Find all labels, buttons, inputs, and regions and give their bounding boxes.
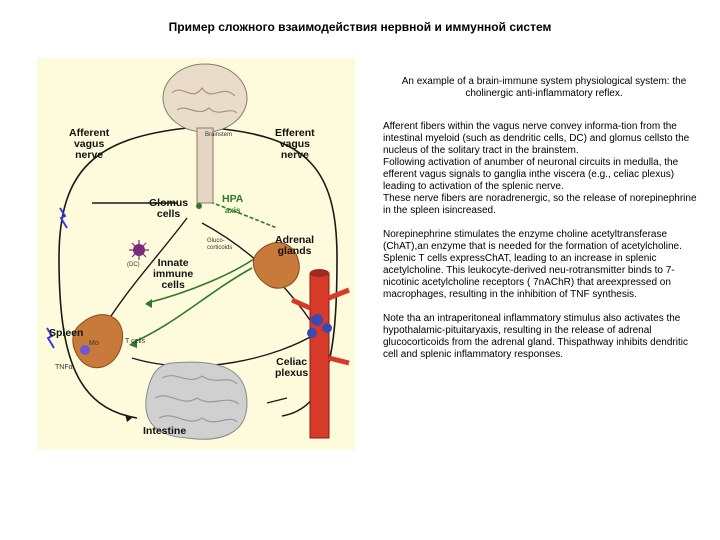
description-paragraph: Splenic T cells expressChAT, leading to …	[383, 253, 675, 300]
description-paragraph: Norepinephrine stimulates the enzyme cho…	[383, 229, 682, 252]
slide-title: Пример сложного взаимодействия нервной и…	[168, 20, 552, 34]
description-paragraph: Following activation of anumber of neuro…	[383, 157, 679, 192]
afferent-loop	[58, 127, 188, 419]
macrophage-label: Mo	[89, 340, 99, 347]
brainstem-label: Brainstem	[205, 132, 233, 138]
brain-illustration	[162, 63, 248, 204]
aorta-illustration	[290, 269, 350, 439]
t-cells-label: T cells	[125, 338, 146, 345]
description-paragraph: Afferent fibers within the vagus nerve c…	[383, 121, 690, 156]
intestine-illustration	[145, 361, 248, 440]
spleen-label: Spleen	[49, 327, 84, 339]
adrenal-gland	[253, 242, 300, 289]
description-heading: An example of a brain-immune system phys…	[401, 76, 687, 99]
tnf-label: TNFα	[55, 364, 73, 371]
dc-label: (DC)	[127, 262, 140, 268]
glucocorticoids-label: Gluco-corticoids	[207, 238, 233, 251]
description-body: Afferent fibers within the vagus nerve c…	[383, 121, 701, 361]
description-paragraph: Note tha an intraperitoneal inflammatory…	[383, 313, 688, 360]
description-paragraph: These nerve fibers are noradrenergic, so…	[383, 193, 697, 216]
intestine-label: Intestine	[143, 425, 187, 437]
diagram-drawing	[46, 63, 350, 440]
dendritic-cell	[129, 240, 149, 260]
splenic-nerve	[131, 332, 318, 367]
glucocorticoid-line	[146, 252, 263, 304]
